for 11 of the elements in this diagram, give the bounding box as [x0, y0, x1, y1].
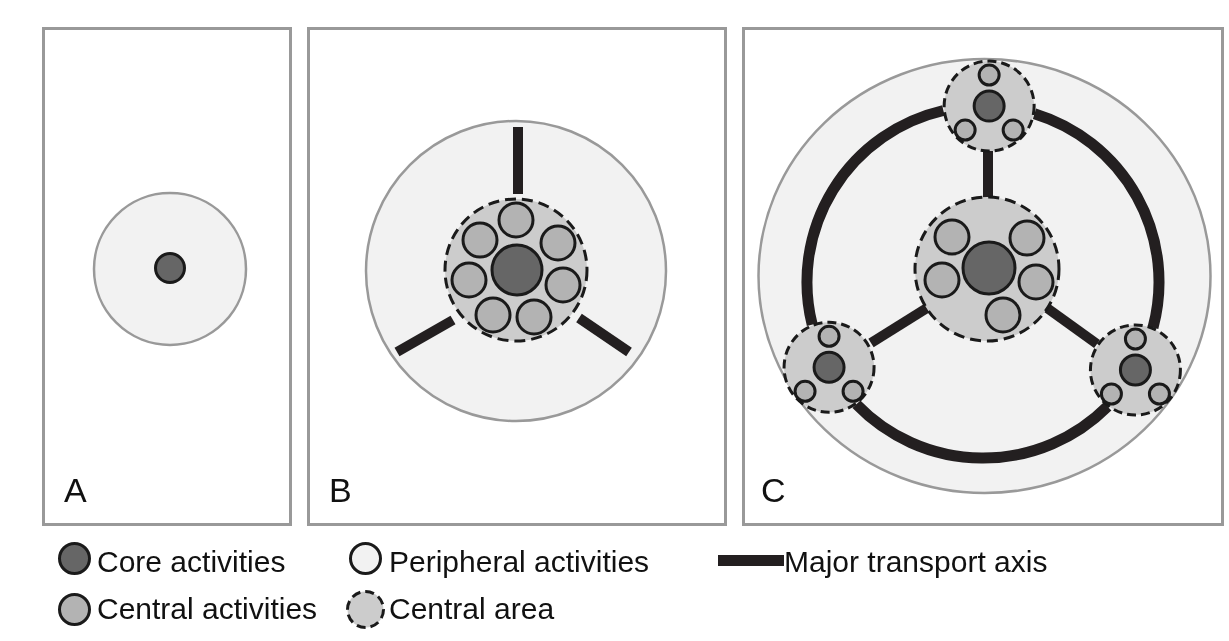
legend-label: Central area [389, 593, 555, 624]
legend-label: Core activities [97, 546, 286, 577]
panel-frame [742, 27, 1224, 526]
panel-letter: B [329, 473, 352, 508]
panel-letter: A [64, 473, 87, 508]
legend-label: Major transport axis [784, 546, 1048, 577]
panel-frame [307, 27, 727, 526]
legend-label: Central activities [97, 593, 318, 624]
panel-frame [42, 27, 292, 526]
panel-letter: C [761, 473, 786, 508]
legend-label: Peripheral activities [389, 546, 650, 577]
